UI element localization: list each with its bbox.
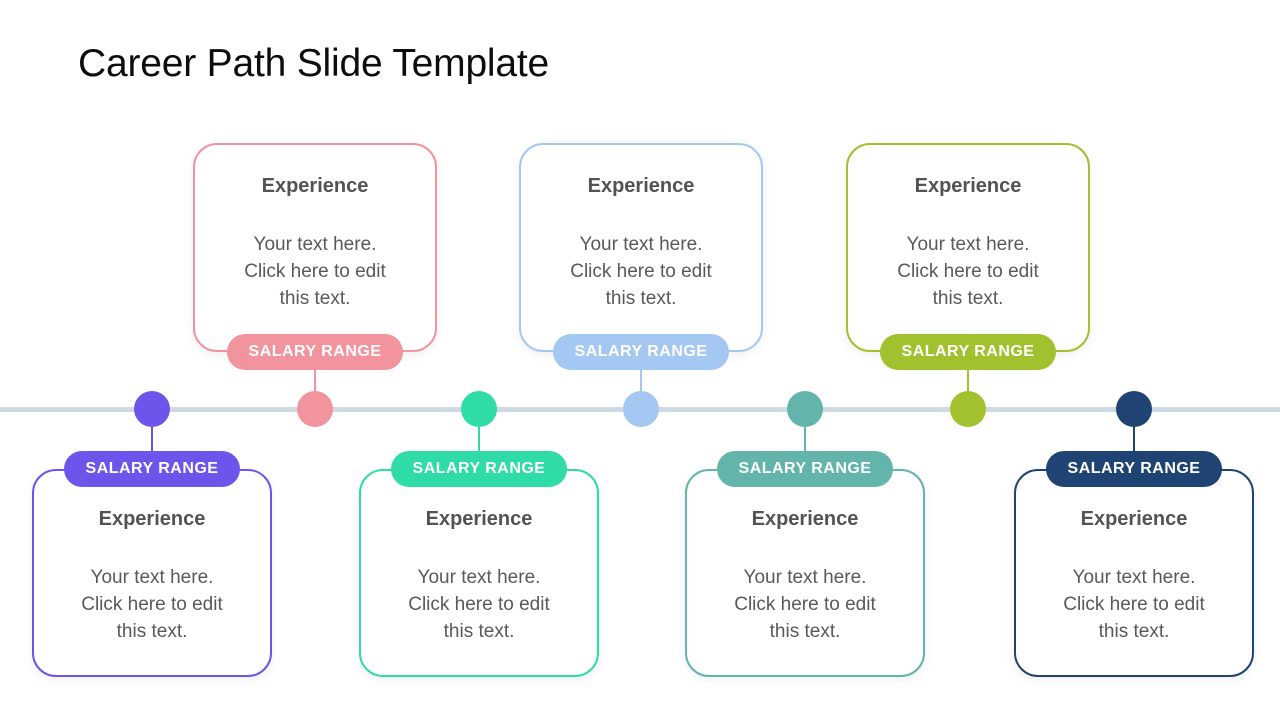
card-body[interactable]: Your text here. Click here to edit this … [81,567,223,642]
timeline-dot [461,391,497,427]
pill-label: SALARY RANGE [412,460,546,477]
salary-range-pill[interactable]: SALARY RANGE [227,334,403,370]
connector-line [1133,424,1135,454]
card-body[interactable]: Your text here. Click here to edit this … [244,234,386,309]
connector-line [640,366,642,394]
card-title[interactable]: Experience [1080,508,1188,530]
experience-card: Experience Your text here. Click here to… [1014,469,1254,677]
salary-range-pill[interactable]: SALARY RANGE [64,451,240,487]
slide-title: Career Path Slide Template [78,42,550,85]
timeline-dot [134,391,170,427]
card-title[interactable]: Experience [425,508,533,530]
timeline-dot [1116,391,1152,427]
timeline-dot [623,391,659,427]
card-body[interactable]: Your text here. Click here to edit this … [734,567,876,642]
experience-card: Experience Your text here. Click here to… [519,143,763,352]
card-title[interactable]: Experience [98,508,206,530]
experience-card: Experience Your text here. Click here to… [685,469,925,677]
pill-label: SALARY RANGE [1067,460,1201,477]
pill-label: SALARY RANGE [574,343,708,360]
card-body[interactable]: Your text here. Click here to edit this … [897,234,1039,309]
pill-label: SALARY RANGE [85,460,219,477]
card-title[interactable]: Experience [914,175,1022,197]
timeline-dot [787,391,823,427]
connector-line [151,424,153,454]
card-title[interactable]: Experience [751,508,859,530]
card-body[interactable]: Your text here. Click here to edit this … [408,567,550,642]
timeline-dot [297,391,333,427]
experience-card: Experience Your text here. Click here to… [32,469,272,677]
timeline-dot [950,391,986,427]
salary-range-pill[interactable]: SALARY RANGE [880,334,1056,370]
pill-label: SALARY RANGE [248,343,382,360]
experience-card: Experience Your text here. Click here to… [359,469,599,677]
pill-label: SALARY RANGE [738,460,872,477]
card-body[interactable]: Your text here. Click here to edit this … [1063,567,1205,642]
connector-line [314,366,316,394]
card-title[interactable]: Experience [587,175,695,197]
experience-card: Experience Your text here. Click here to… [193,143,437,352]
salary-range-pill[interactable]: SALARY RANGE [391,451,567,487]
salary-range-pill[interactable]: SALARY RANGE [553,334,729,370]
pill-label: SALARY RANGE [901,343,1035,360]
connector-line [804,424,806,454]
experience-card: Experience Your text here. Click here to… [846,143,1090,352]
connector-line [967,366,969,394]
card-body[interactable]: Your text here. Click here to edit this … [570,234,712,309]
salary-range-pill[interactable]: SALARY RANGE [1046,451,1222,487]
salary-range-pill[interactable]: SALARY RANGE [717,451,893,487]
card-title[interactable]: Experience [261,175,369,197]
connector-line [478,424,480,454]
